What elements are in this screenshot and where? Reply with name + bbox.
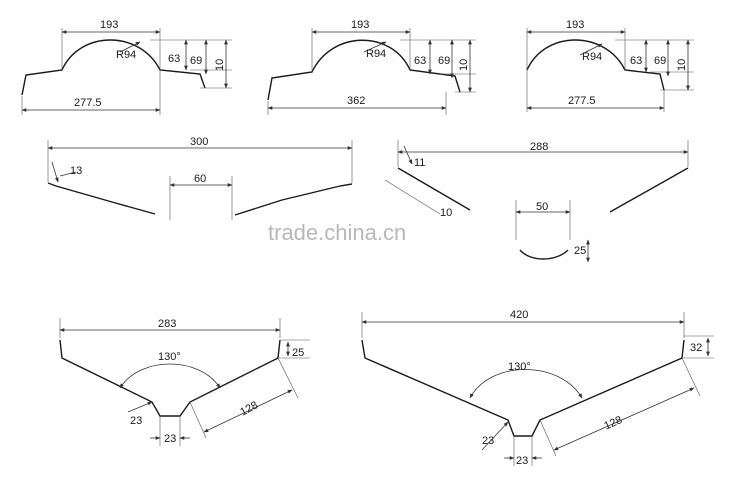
ridge-cap-profile-1: 193 R94 63 69 10 277.5 [21,19,232,115]
flat1-gap: 60 [194,173,206,185]
cap3-top-width: 193 [566,19,584,31]
v2-arm-length: 128 [602,414,624,432]
cap2-base-width: 362 [347,95,365,107]
v1-bottom: 23 [164,433,176,445]
v2-depth: 23 [482,435,494,447]
cap3-height-63: 63 [630,55,642,67]
ridge-cap-profile-3: 193 R94 63 69 10 277.5 [526,19,694,112]
cap1-top-width: 193 [100,19,118,31]
v2-total-width: 420 [510,309,528,321]
flat2-side: 10 [440,207,452,219]
flat2-radius: 25 [574,245,586,257]
v2-bottom: 23 [516,455,528,467]
v1-total-width: 283 [158,318,176,330]
v1-lip: 25 [292,347,304,359]
cap2-top-width: 193 [351,19,369,31]
watermark-text: trade.china.cn [268,220,406,245]
flat-flashing-profile-2: 288 11 10 50 25 [384,140,689,263]
v1-depth: 23 [130,415,142,427]
cap3-radius: R94 [582,51,602,63]
cap1-base-width: 277.5 [74,97,102,109]
valley-profile-2: 420 130° 128 32 23 23 [361,309,714,467]
flat-flashing-profile-1: 300 13 60 [47,136,353,220]
cap3-base-width: 277.5 [568,95,596,107]
ridge-cap-profile-2: 193 R94 63 69 10 362 [267,19,476,115]
cap2-height-10: 10 [458,59,470,71]
flat1-total-width: 300 [190,136,208,148]
cap1-height-63: 63 [168,53,180,65]
flat2-total-width: 288 [530,141,548,153]
v2-angle: 130° [508,361,531,373]
cap3-height-69: 69 [654,55,666,67]
v1-arm-length: 128 [238,399,260,418]
cap3-height-10: 10 [676,59,688,71]
cap1-height-10: 10 [214,59,226,71]
cap1-radius: R94 [116,49,136,61]
valley-profile-1: 283 130° 128 25 23 23 [59,318,310,446]
flat1-lip: 13 [70,165,82,177]
v1-angle: 130° [158,351,181,363]
flat2-gap: 50 [536,201,548,213]
cap2-radius: R94 [366,48,386,60]
cap1-height-69: 69 [190,55,202,67]
cap2-height-63: 63 [414,55,426,67]
flat2-lip: 11 [414,157,425,169]
cap2-height-69: 69 [438,55,450,67]
v2-lip: 32 [690,342,702,354]
